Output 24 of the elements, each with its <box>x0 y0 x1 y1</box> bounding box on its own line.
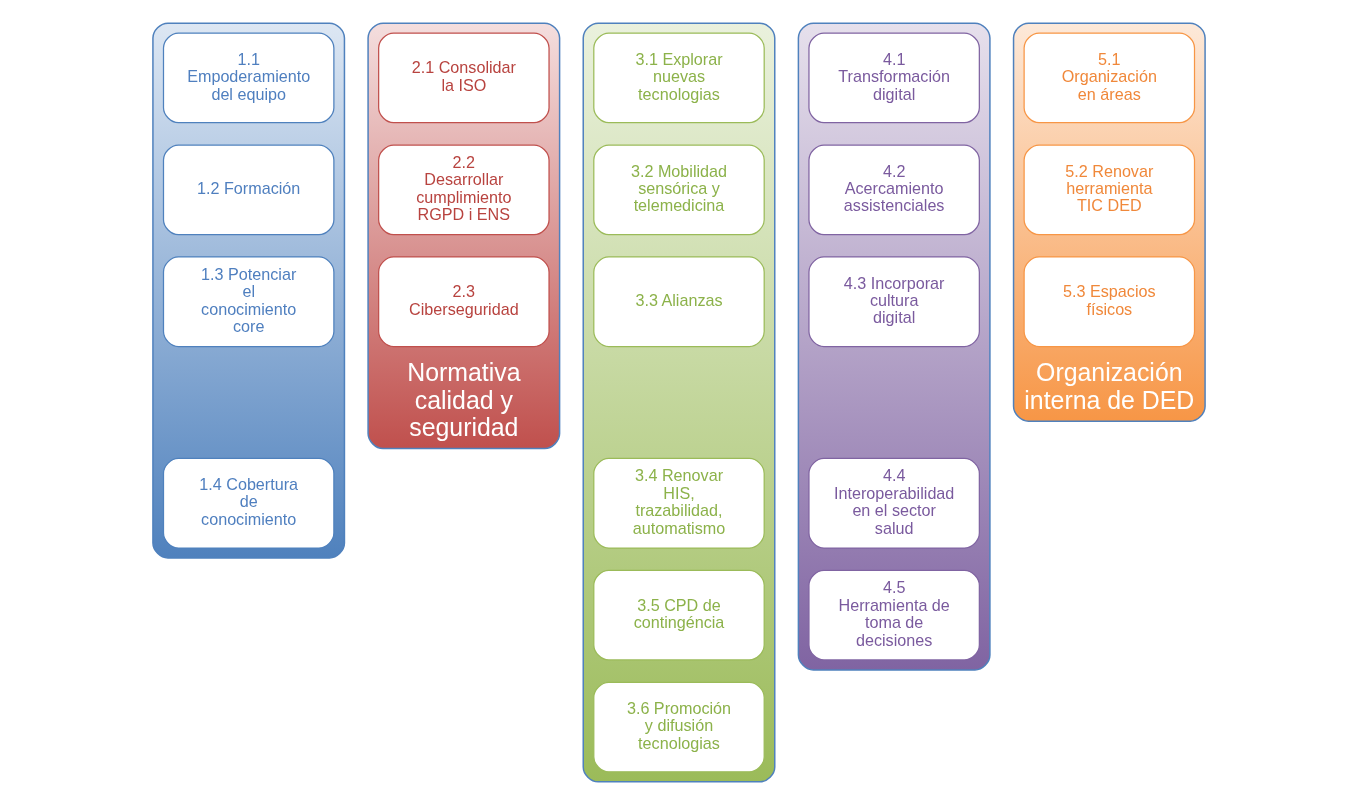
node-box: 1.1 Empoderamiento del equipo <box>162 32 335 124</box>
node-box: 3.4 Renovar HIS, trazabilidad, automatismo <box>593 457 765 549</box>
node-box: 4.5 Herramienta de toma de decisiones <box>808 569 980 661</box>
node-box: 3.2 Mobilidad sensórica y telemedicina <box>593 144 765 236</box>
cluster <box>797 22 991 671</box>
node-box: 3.3 Alianzas <box>593 256 765 348</box>
node-box: 1.3 Potenciar el conocimiento core <box>162 256 335 348</box>
node-box: 4.4 Interoperabilidad en el sector salud <box>808 457 980 549</box>
node-box: 2.2 Desarrollar cumplimiento RGPD i ENS <box>378 144 550 236</box>
node-box: 5.2 Renovar herramienta TIC DED <box>1023 144 1196 236</box>
node-box: 3.1 Explorar nuevas tecnologias <box>593 32 765 124</box>
node-box: 5.1 Organización en áreas <box>1023 32 1196 124</box>
node-box: 3.5 CPD de contingéncia <box>593 569 765 661</box>
node-box: 1.2 Formación <box>162 144 335 236</box>
cluster <box>582 22 776 783</box>
node-box: 4.2 Acercamiento assistenciales <box>808 144 980 236</box>
node-box: 2.1 Consolidar la ISO <box>378 32 550 124</box>
node-box: 4.3 Incorporar cultura digital <box>808 256 980 348</box>
cluster <box>152 22 346 559</box>
node-box: 2.3 Ciberseguridad <box>378 256 550 348</box>
node-box: 3.6 Promoción y difusión tecnologias <box>593 681 765 773</box>
node-box: 1.4 Cobertura de conocimiento <box>162 457 335 549</box>
node-box: 5.3 Espacios físicos <box>1023 256 1196 348</box>
node-box: 4.1 Transformación digital <box>808 32 980 124</box>
